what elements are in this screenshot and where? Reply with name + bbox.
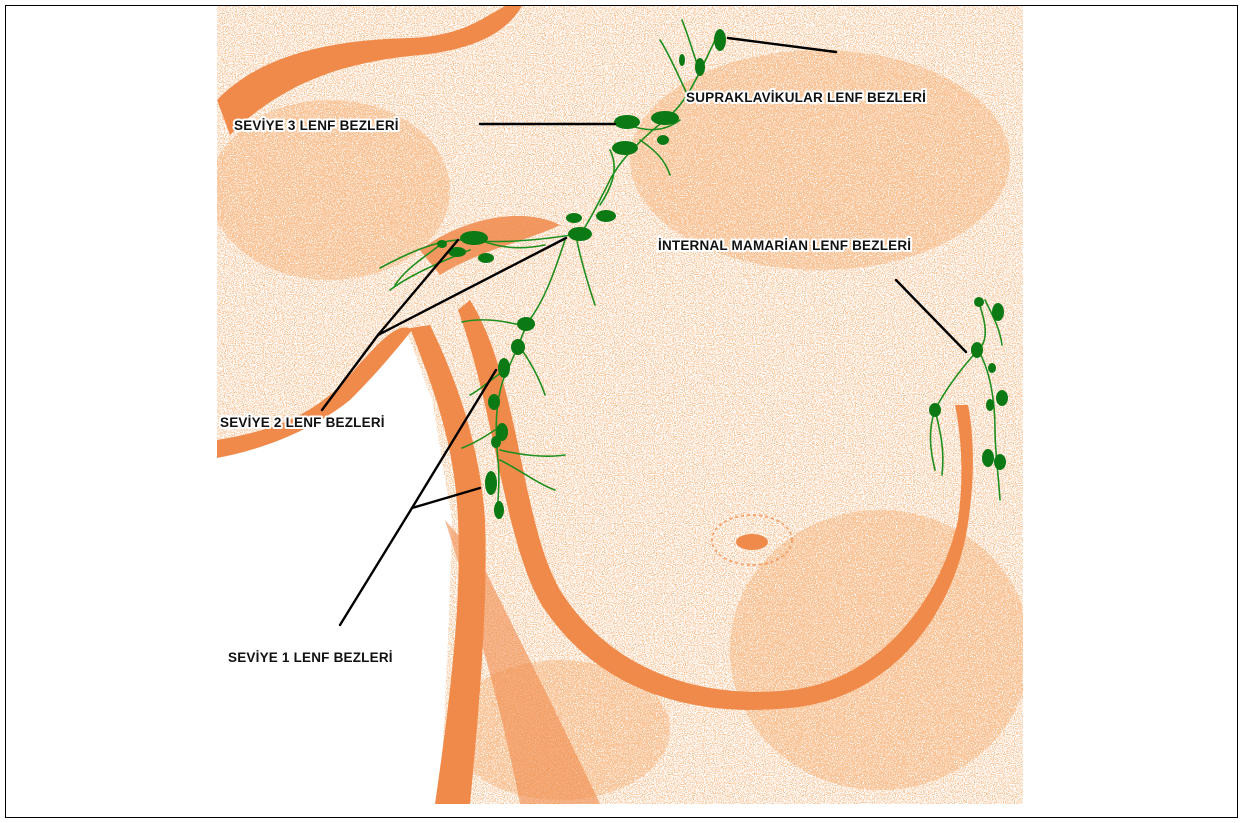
label-level2: SEVİYE 2 LENF BEZLERİ: [220, 415, 385, 430]
label-level3: SEVİYE 3 LENF BEZLERİ: [234, 118, 399, 133]
label-supraclavicular: SUPRAKLAVİKULAR LENF BEZLERİ: [686, 90, 926, 105]
label-level1: SEVİYE 1 LENF BEZLERİ: [228, 650, 393, 665]
label-internal-mammary: İNTERNAL MAMARİAN LENF BEZLERİ: [658, 238, 911, 253]
